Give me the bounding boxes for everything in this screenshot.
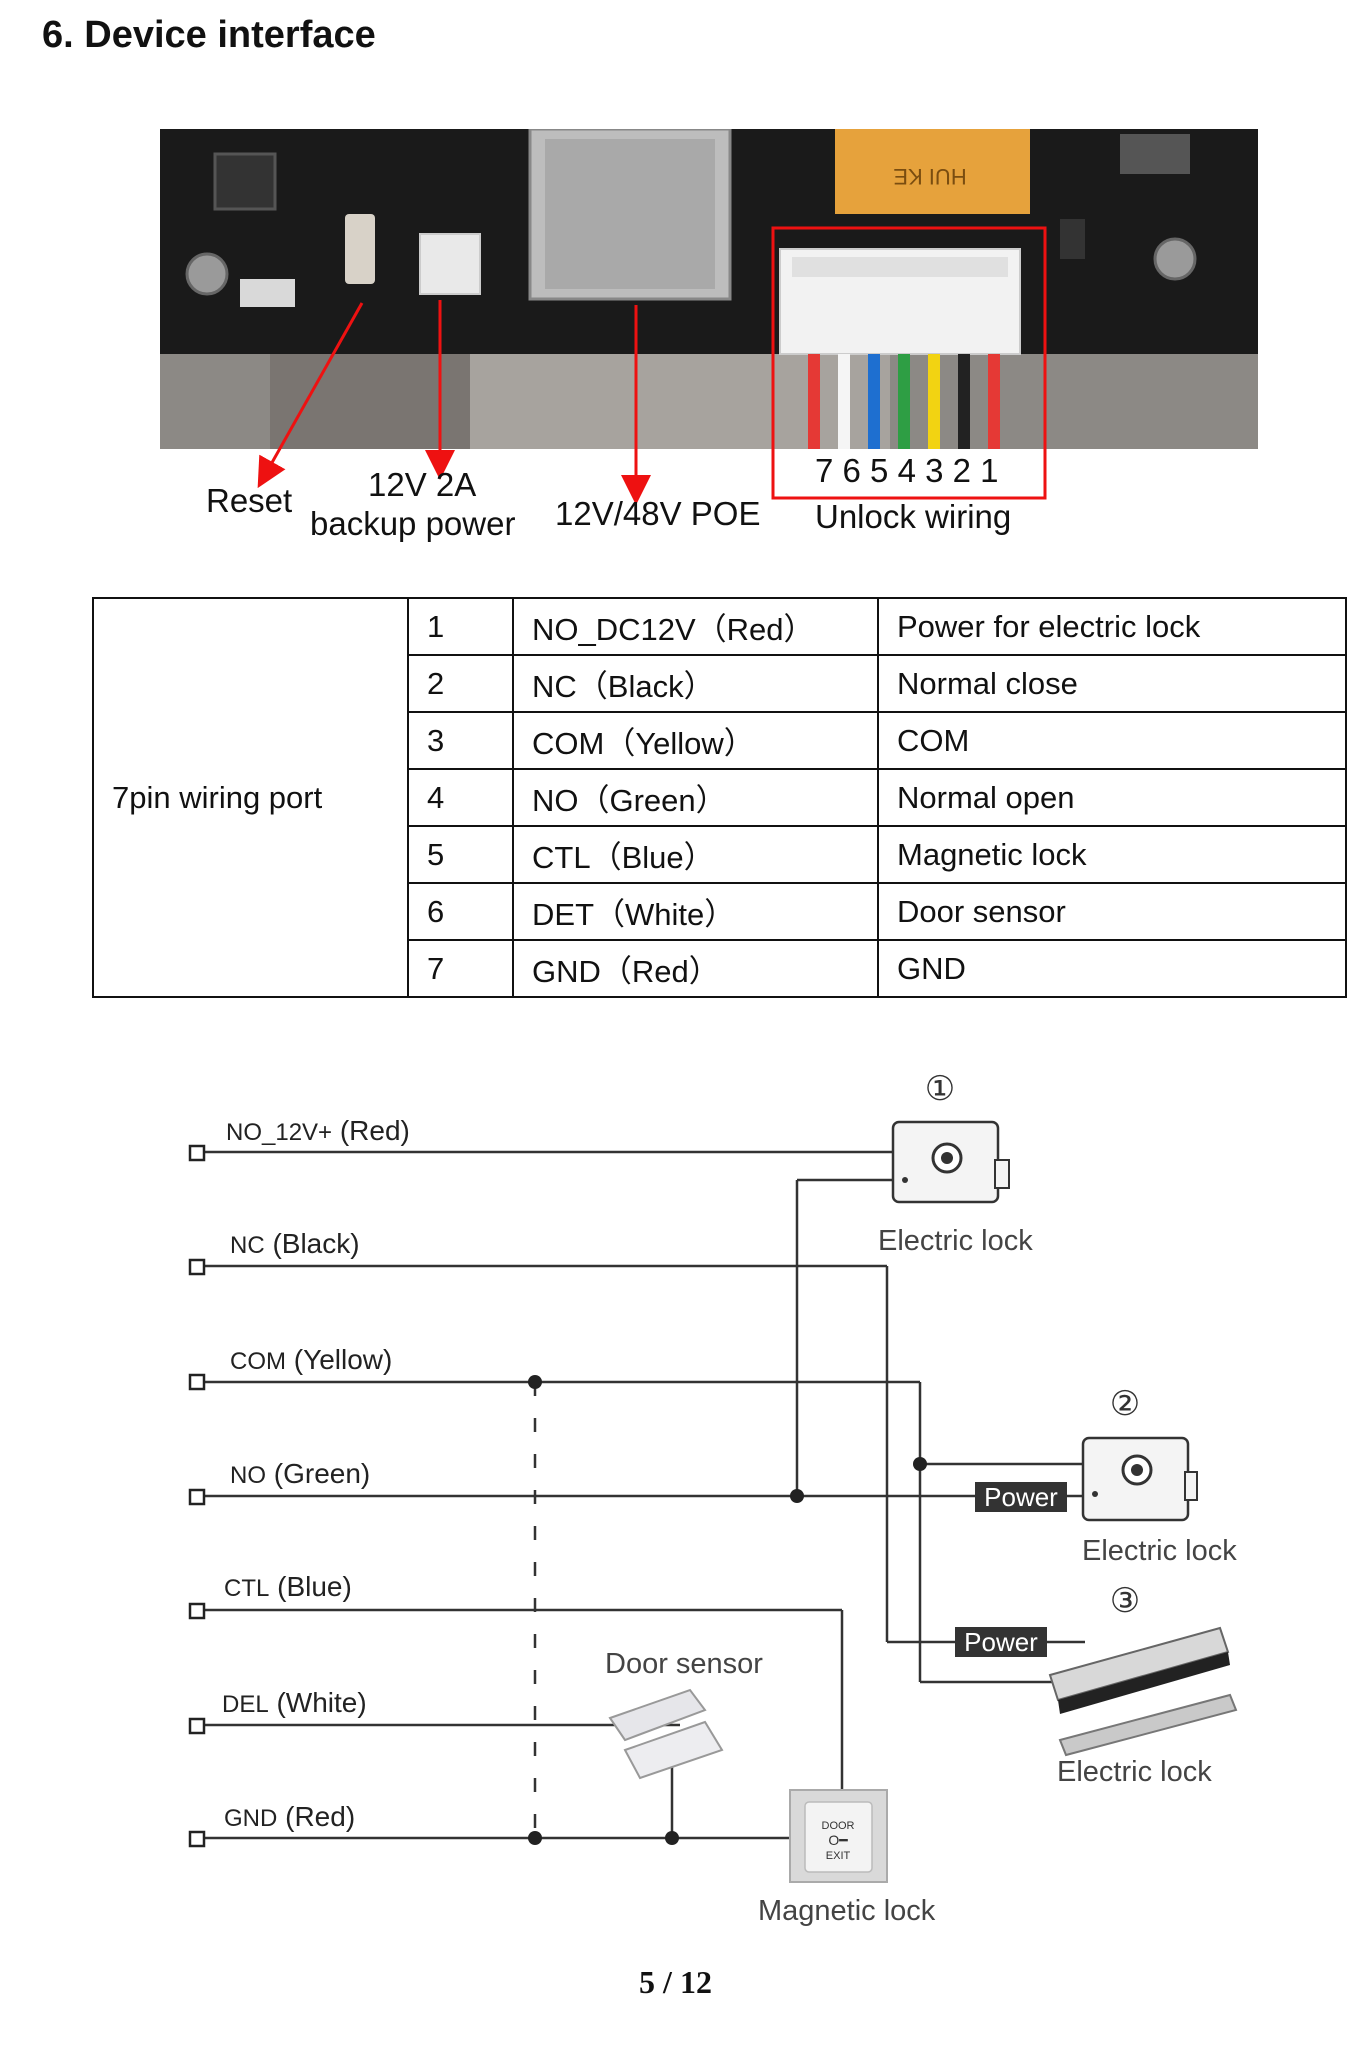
pin-number: 2: [407, 654, 514, 713]
pin-description: COM: [877, 711, 1347, 770]
door-sensor-icon: [608, 1688, 707, 1742]
pin-number: 1: [407, 597, 514, 656]
terminal-label-4: NO (Green): [230, 1458, 370, 1489]
pin-number: 3: [407, 711, 514, 770]
terminal-label-2: NC (Black): [230, 1228, 360, 1259]
svg-text:Electric lock: Electric lock: [878, 1225, 1033, 1257]
terminal-box: [188, 1258, 206, 1276]
svg-text:DOOR: DOOR: [822, 1820, 855, 1832]
svg-text:Electric lock: Electric lock: [1082, 1535, 1237, 1567]
pin-wire: GND（Red）: [512, 939, 879, 998]
pin-description: Magnetic lock: [877, 825, 1347, 884]
pin-wire: COM（Yellow）: [512, 711, 879, 770]
section-heading: 6. Device interface: [42, 14, 376, 56]
svg-text:EXIT: EXIT: [826, 1850, 851, 1862]
backup-power-label-line1: 12V 2A: [368, 466, 477, 503]
pin-number: 5: [407, 825, 514, 884]
terminal-label-5: CTL (Blue): [224, 1571, 352, 1602]
pin-wire: CTL（Blue）: [512, 825, 879, 884]
pin-description: GND: [877, 939, 1347, 998]
pin-wire: NO（Green）: [512, 768, 879, 827]
pin-description: Door sensor: [877, 882, 1347, 941]
key-icon: O━: [828, 1832, 848, 1848]
terminal-label-3: COM (Yellow): [230, 1344, 392, 1375]
svg-text:HUI KE: HUI KE: [893, 164, 966, 189]
power-tag-1: Power: [984, 1482, 1058, 1512]
door-sensor: Door sensor: [605, 1648, 763, 1780]
electric-lock-3: ③ Electric lock: [1048, 1582, 1238, 1788]
board-details: HUI KE: [160, 129, 1258, 449]
poe-label: 12V/48V POE: [555, 495, 761, 532]
svg-text:②: ②: [1110, 1385, 1140, 1423]
page-number: 5 / 12: [639, 1964, 712, 2000]
power-tag-2: Power: [964, 1627, 1038, 1657]
pin-wire: NO_DC12V（Red）: [512, 597, 879, 656]
pin-number: 4: [407, 768, 514, 827]
pin-wire: NC（Black）: [512, 654, 879, 713]
svg-text:Electric lock: Electric lock: [1057, 1756, 1212, 1788]
wiring-diagram: NO_12V+ (Red) NC (Black) COM (Yellow) NO…: [188, 1070, 1238, 1927]
pin-description: Normal close: [877, 654, 1347, 713]
backup-power-label-line2: backup power: [310, 505, 516, 542]
terminal-label-7: GND (Red): [224, 1801, 355, 1832]
terminal-label-1: NO_12V+ (Red): [226, 1115, 410, 1146]
terminal-box: [188, 1602, 206, 1620]
unlock-wiring-label: Unlock wiring: [815, 498, 1012, 535]
svg-text:①: ①: [925, 1070, 955, 1108]
electric-lock-1: ① Electric lock: [878, 1070, 1033, 1257]
svg-text:Door sensor: Door sensor: [605, 1648, 763, 1680]
terminal-box: [188, 1488, 206, 1506]
terminal-label-6: DEL (White): [222, 1687, 367, 1718]
pin-number: 6: [407, 882, 514, 941]
svg-text:③: ③: [1110, 1582, 1140, 1620]
exit-button: DOOR O━ EXIT Magnetic lock: [758, 1789, 936, 1927]
pin-number: 7: [407, 939, 514, 998]
reset-label: Reset: [206, 482, 293, 519]
terminal-box: [188, 1144, 206, 1162]
pin-wire: DET（White）: [512, 882, 879, 941]
pin-description: Power for electric lock: [877, 597, 1347, 656]
pin-description: Normal open: [877, 768, 1347, 827]
port-label: 7pin wiring port: [92, 597, 409, 998]
svg-text:Magnetic lock: Magnetic lock: [758, 1895, 936, 1927]
electric-lock-2: ② Electric lock: [1081, 1385, 1237, 1567]
photo-annotations: [257, 226, 1047, 505]
pin-numbers-label: 7 6 5 4 3 2 1: [815, 452, 999, 489]
terminal-box: [188, 1373, 206, 1391]
terminal-box: [188, 1830, 206, 1848]
device-board-photo: HUI KE: [160, 129, 1258, 449]
terminal-box: [188, 1717, 206, 1735]
